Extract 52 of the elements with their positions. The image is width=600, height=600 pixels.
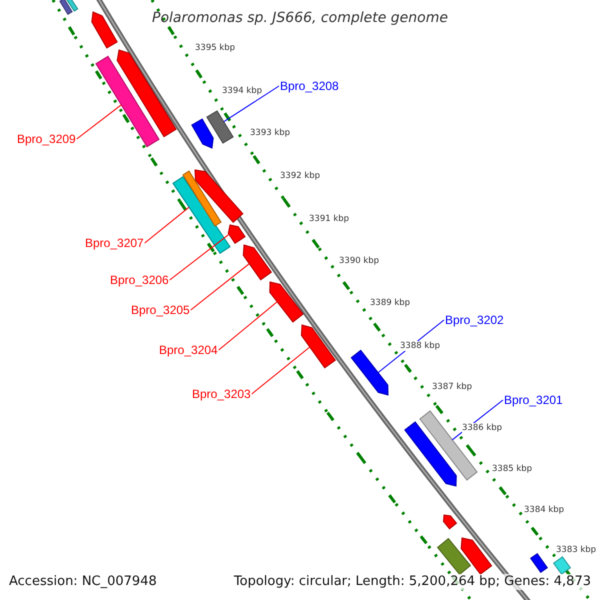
tick-label: 3393 kbp bbox=[250, 128, 290, 138]
tick-label: 3392 kbp bbox=[280, 171, 320, 181]
leader-line bbox=[223, 86, 280, 122]
tick-label: 3387 kbp bbox=[432, 382, 472, 392]
gene-block bbox=[242, 244, 272, 280]
gene-label: Bpro_3204 bbox=[159, 343, 218, 357]
gene-bar bbox=[530, 553, 548, 573]
tick-label: 3388 kbp bbox=[400, 341, 440, 351]
leader-line bbox=[218, 301, 278, 350]
gene-label: Bpro_3207 bbox=[85, 236, 144, 250]
gene-bar bbox=[206, 110, 234, 144]
gene-bar bbox=[59, 0, 73, 15]
tick-label: 3395 kbp bbox=[195, 43, 236, 53]
gene-block bbox=[350, 350, 389, 396]
tick-label: 3391 kbp bbox=[309, 214, 350, 224]
gene-bar bbox=[436, 538, 472, 576]
tick-label: 3385 kbp bbox=[492, 464, 532, 474]
tick-label: 3394 kbp bbox=[222, 86, 262, 96]
tick-label: 3383 kbp bbox=[556, 545, 596, 555]
gene-label: Bpro_3202 bbox=[445, 313, 504, 327]
gene-label: Bpro_3205 bbox=[131, 303, 190, 317]
gene-label: Bpro_3203 bbox=[192, 387, 251, 401]
gene-bar bbox=[172, 176, 231, 254]
gene-bar bbox=[66, 0, 78, 12]
tick-label: 3390 kbp bbox=[339, 256, 380, 266]
gene-label: Bpro_3208 bbox=[280, 79, 339, 93]
gene-block bbox=[300, 324, 336, 368]
gene-block bbox=[116, 49, 177, 138]
gene-bar bbox=[182, 170, 222, 227]
gene-block bbox=[442, 514, 458, 530]
gene-label: Bpro_3206 bbox=[110, 273, 169, 287]
tick-label: 3386 kbp bbox=[462, 423, 502, 433]
gene-label: Bpro_3201 bbox=[504, 393, 563, 407]
footer-text: Accession: NC_007948 bbox=[9, 574, 157, 590]
leader-line bbox=[144, 206, 190, 244]
tick-label: 3384 kbp bbox=[524, 505, 564, 515]
gene-block bbox=[269, 281, 304, 323]
gene-label: Bpro_3209 bbox=[17, 132, 76, 146]
leader-line bbox=[169, 234, 230, 280]
footer-text: Topology: circular; Length: 5,200,264 bp; Genes: 4,873 bbox=[234, 574, 591, 590]
gene-block bbox=[404, 421, 457, 487]
leader-line bbox=[190, 263, 250, 310]
gene-block bbox=[194, 169, 244, 223]
map-title: Polaromonas sp. JS666, complete genome bbox=[151, 9, 449, 27]
leader-line bbox=[76, 104, 122, 140]
gene-bar bbox=[95, 56, 160, 148]
gene-block bbox=[460, 537, 492, 575]
gene-block bbox=[91, 11, 118, 49]
tick-label: 3389 kbp bbox=[370, 298, 410, 308]
leader-line bbox=[251, 346, 310, 394]
gene-block bbox=[228, 224, 246, 244]
gene-block bbox=[191, 118, 214, 149]
